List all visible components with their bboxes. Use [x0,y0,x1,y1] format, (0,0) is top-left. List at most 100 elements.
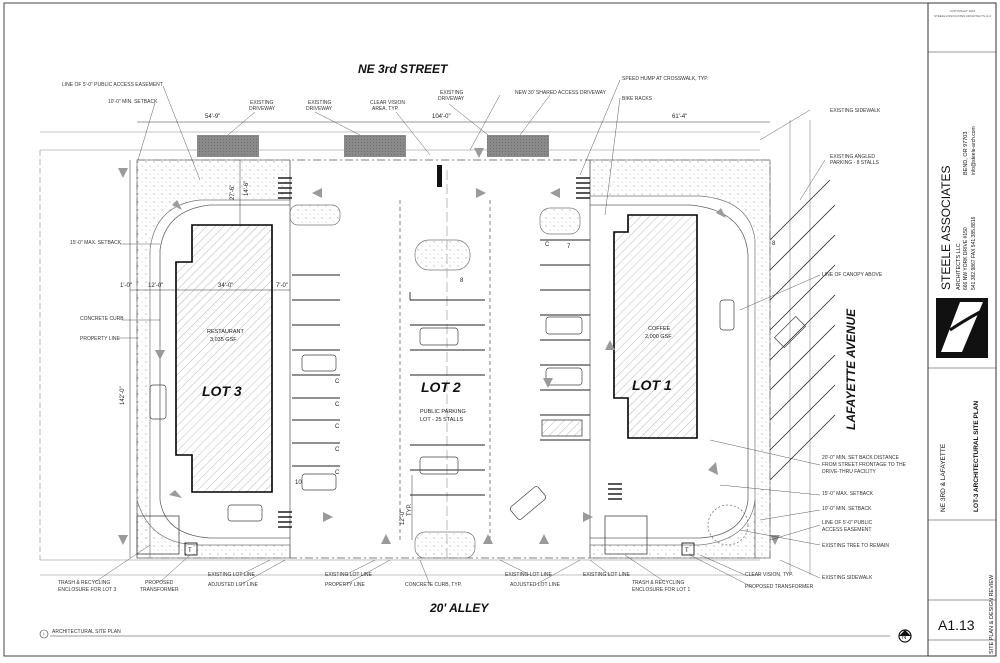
label-transformer-left-1: PROPOSED [145,580,174,586]
svg-text:C: C [335,447,340,453]
label-transformer-right: PROPOSED TRANSFORMER [745,584,814,590]
transformer-tag-left: T [188,548,192,554]
dim-12-typ: 12'-0" [400,510,406,525]
firm-phone: 541.382.9867 FAX 541.385.8816 [971,216,977,290]
label-clear-vision-2: CLEAR VISION, TYP. [745,572,793,578]
label-existing-driveway-1b: DRIVEWAY [249,106,276,112]
detail-callout-number: 1 [43,632,45,636]
svg-text:C: C [545,242,550,248]
dim-14: 14'-6" [244,181,250,196]
firm-city: BEND, OR 97703 [963,132,969,175]
copyright-line-2: STEELE ASSOCIATES ARCHITECTS LLC [934,14,992,18]
label-angled-parking-1: EXISTING ANGLED [830,154,875,160]
compact-stall-marks: C C C C C C [335,242,550,476]
stall-count-8a: 8 [460,278,464,284]
lot3-area: 3,035 GSF [210,337,237,343]
svg-text:C: C [335,379,340,385]
label-existing-sidewalk-bottom: EXISTING SIDEWALK [822,575,873,581]
landscape-areas [136,159,771,559]
dim-104: 104'-0" [432,114,451,120]
svg-text:C: C [335,402,340,408]
stall-count-7: 7 [567,244,571,250]
detail-callout-bubble [39,629,49,639]
dimension-lines [129,121,770,558]
label-adjusted-lot-line-1: ADJUSTED LOT LINE [208,582,259,588]
label-existing-driveway-1: EXISTING [250,100,273,106]
label-existing-sidewalk-top: EXISTING SIDEWALK [830,108,881,114]
dim-27: 27'-6" [230,185,236,200]
label-bike-racks: BIKE RACKS [622,96,653,102]
label-speed-hump: SPEED HUMP AT CROSSWALK, TYP. [622,76,708,82]
firm-address: 666 NW YORK DRIVE #150 [963,227,969,290]
title-block [927,2,997,657]
label-max-setback-left: 15'-0" MAX. SETBACK [70,240,122,246]
lot3-use: RESTAURANT [207,329,245,335]
label-drive-thru-2: FROM STREET FRONTAGE TO THE [822,462,907,468]
label-transformer-left-2: TRANSFORMER [140,587,179,593]
dim-34: 34'-0" [218,283,233,289]
parking-stalls [292,239,590,496]
crosswalks [278,177,622,528]
label-property-line-bottom: PROPERTY LINE [325,582,365,588]
sheet-title: LOT-3 ARCHITECTURAL SITE PLAN [973,400,980,512]
stall-count-10: 10 [295,480,302,486]
dim-142: 142'-0" [120,386,126,405]
lot2-note2: LOT - 25 STALLS [420,417,464,423]
copyright-line-1: COPYRIGHT 2016 [950,9,976,13]
firm-name: STEELE ASSOCIATES [939,166,953,291]
label-existing-driveway-2b: DRIVEWAY [306,106,333,112]
label-adjusted-lot-line-2: ADJUSTED LOT LINE [510,582,561,588]
label-drive-thru-1: 20'-0" MIN. SET BACK DISTANCE [822,455,900,461]
stall-count-8b: 8 [772,241,776,247]
firm-subtitle: ARCHITECTS LLC [956,243,962,290]
dim-1: 1'-0" [120,283,132,289]
dim-7: 7'-0" [276,283,288,289]
label-clear-vision-1b: AREA, TYP. [372,106,399,112]
label-easement-top: LINE OF 5'-0" PUBLIC ACCESS EASEMENT [62,82,163,88]
south-street-name: 20' ALLEY [429,601,489,615]
lot1-use: COFFEE [648,326,671,332]
label-existing-lot-line-2: EXISTING LOT LINE [325,572,373,578]
coffee-building [613,214,698,439]
label-existing-lot-line-4: EXISTING LOT LINE [583,572,631,578]
label-trash-lot1-2: ENCLOSURE FOR LOT 1 [632,587,690,593]
label-existing-lot-line-1: EXISTING LOT LINE [208,572,256,578]
label-easement-right-2: ACCESS EASEMENT [822,527,871,533]
svg-text:C: C [335,470,340,476]
east-street-name: LAFAYETTE AVENUE [844,308,858,430]
existing-driveways [197,135,549,157]
svg-text:C: C [335,424,340,430]
label-canopy: LINE OF CANOPY ABOVE [822,272,883,278]
leader-lines [94,79,826,588]
cars [149,299,735,522]
dim-54: 54'-9" [205,114,220,120]
label-existing-lot-line-3: EXISTING LOT LINE [505,572,553,578]
lot1-title: LOT 1 [632,377,672,393]
label-clear-vision-1: CLEAR VISION [370,100,405,106]
label-existing-tree: EXISTING TREE TO REMAIN [822,543,889,549]
label-drive-thru-3: DRIVE-THRU FACILITY [822,469,877,475]
label-property-line-left: PROPERTY LINE [80,336,120,342]
lot2-title: LOT 2 [421,379,461,395]
dim-12: 12'-0" [148,283,163,289]
lot1-area: 2,000 GSF [645,334,672,340]
label-trash-lot3-2: ENCLOSURE FOR LOT 3 [58,587,116,593]
traffic-arrows [118,148,780,545]
project-name: NE 3RD & LAFAYETTE [940,443,947,512]
label-concrete-curb: CONCRETE CURB [80,316,124,322]
label-trash-lot3-1: TRASH & RECYCLING [58,580,110,586]
label-angled-parking-2: PARKING - 8 STALLS [830,160,880,166]
lot2-note1: PUBLIC PARKING [420,409,466,415]
dim-typ: TYP. [407,503,413,516]
label-existing-driveway-2: EXISTING [308,100,331,106]
label-existing-driveway-3b: DRIVEWAY [438,96,465,102]
label-concrete-curb-typ: CONCRETE CURB, TYP. [405,582,462,588]
angled-parking [769,179,836,481]
label-easement-right-1: LINE OF 5'-0" PUBLIC [822,520,873,526]
drawing-caption: ARCHITECTURAL SITE PLAN [52,629,121,635]
sheet-status: SITE PLAN & DESIGN REVIEW [989,574,995,654]
dim-61: 61'-4" [672,114,687,120]
north-arrow-label: N [902,635,906,641]
label-max-setback-right: 15'-0" MAX. SETBACK [822,491,874,497]
